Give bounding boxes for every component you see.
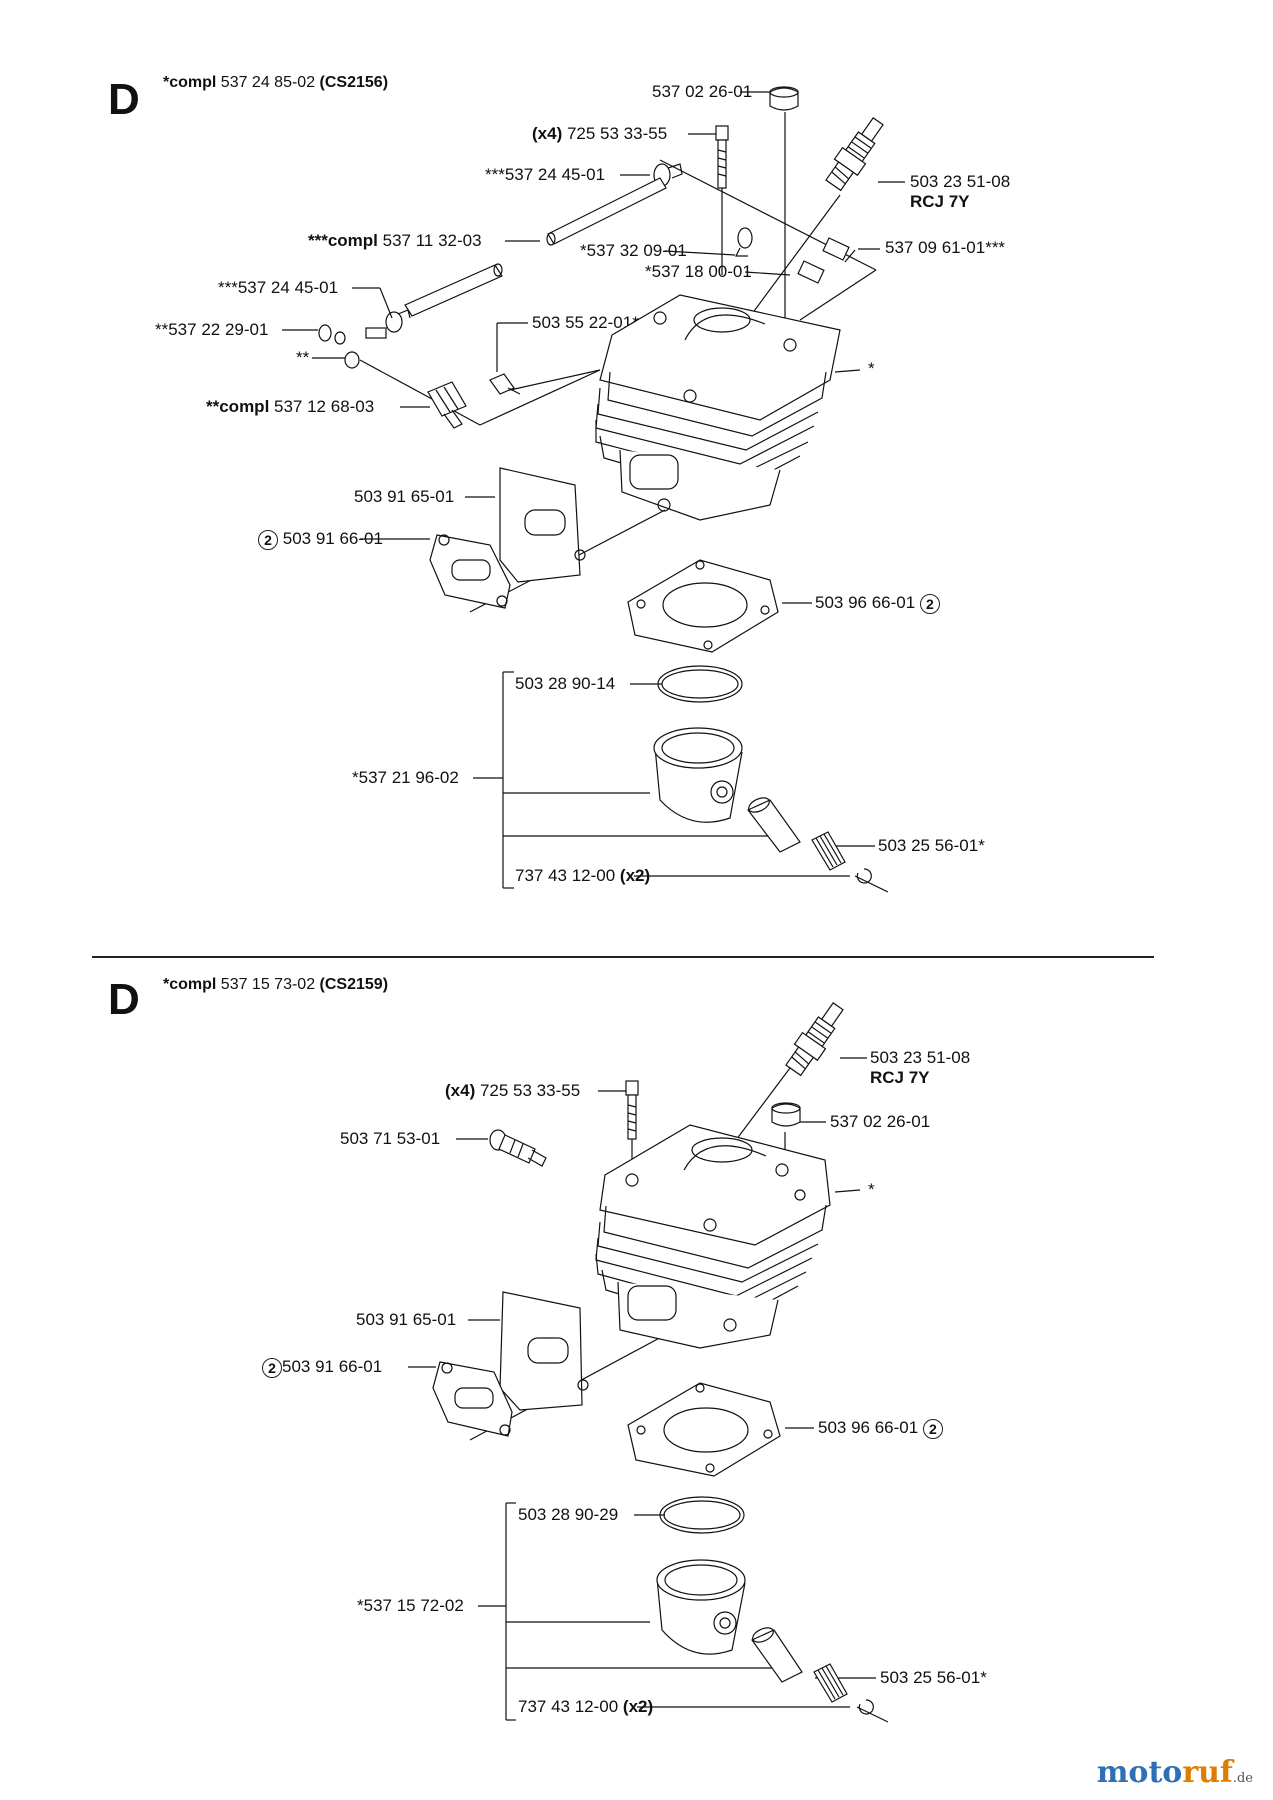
tube-part [546,177,667,246]
bushing-part [822,237,850,261]
bearing-part [811,831,846,871]
label-spark-plug: 503 23 51-08 [870,1048,971,1067]
heading-number: 537 24 85-02 [216,74,320,91]
base-gasket-number: 503 96 66-01 [815,593,916,612]
tube-compl-number: 537 11 32-03 [377,231,482,250]
cylinder-part [595,1124,831,1349]
label-valve-compl: **compl 537 12 68-03 [206,397,374,417]
piston-pin-part [747,797,801,853]
circlip-part [856,868,872,884]
label-gasket-exhaust: 2 503 91 66-01 [258,529,383,550]
label-plate: 503 91 65-01 [356,1310,457,1329]
circle-two: 2 [919,593,940,614]
tube-compl-prefix: ***compl [308,231,378,250]
piston-part [653,727,743,823]
label-screw: (x4) 725 53 33-55 [532,124,667,144]
piston-pin-part [751,1627,803,1683]
spark-plug-part [825,117,884,192]
spark-plug-part [785,1002,844,1077]
gasket-exhaust-part [429,534,511,609]
label-clip: *537 32 09-01 [580,241,687,260]
label-sleeve: *537 18 00-01 [645,262,752,281]
label-washer: **537 22 29-01 [155,320,269,339]
cap-part [771,1102,801,1127]
decomp-valve-part [489,373,521,395]
circlip-number: 737 43 12-00 [515,866,620,885]
label-bearing: 503 25 56-01* [880,1668,987,1687]
section-letter: D [108,75,140,124]
piston-part [656,1559,746,1655]
clamp-part [385,309,411,333]
circle-two: 2 [262,1357,282,1378]
label-base-gasket: 503 96 66-01 2 [815,593,940,614]
label-cap: 537 02 26-01 [830,1112,931,1131]
gasket-exhaust-part [432,1361,513,1437]
label-bearing: 503 25 56-01* [878,836,985,855]
label-piston-kit: *537 15 72-02 [357,1596,464,1615]
label-clamp-a: ***537 24 45-01 [485,165,606,184]
heading-prefix: *compl [163,74,217,91]
label-cap: 537 02 26-01 [652,82,753,101]
heading-prefix: *compl [163,976,217,993]
gasket-exhaust-number: 503 91 66-01 [282,529,383,548]
label-base-gasket: 503 96 66-01 2 [818,1418,943,1439]
label-double-star: ** [296,348,310,367]
section-letter: D [108,975,140,1024]
tube-part-lower [404,263,503,317]
ring-part [659,1496,745,1534]
bearing-part [813,1663,848,1703]
watermark-logo: motoruf.de [1096,1755,1253,1790]
label-spark-plug-type: RCJ 7Y [870,1068,930,1087]
screw-part [715,125,729,189]
cap-part [769,86,799,111]
section-divider [92,956,1154,958]
heading-model: (CS2156) [319,74,389,91]
base-gasket-part [627,1382,781,1477]
ring-part [657,665,743,703]
label-spark-plug-type: RCJ 7Y [910,192,970,211]
label-ring: 503 28 90-14 [515,674,616,693]
base-gasket-number: 503 96 66-01 [818,1418,919,1437]
plate-part [499,467,586,583]
base-gasket-part [627,559,779,653]
valve-part [489,1129,547,1167]
heading-model: (CS2159) [319,976,389,993]
circle-two: 2 [258,529,278,550]
label-clamp-b: ***537 24 45-01 [218,278,339,297]
valve-compl-number: 537 12 68-03 [269,397,375,416]
label-cylinder-star: * [868,359,875,378]
screw-number: 725 53 33-55 [475,1081,581,1100]
sleeve-part [797,260,825,284]
circlip-part [858,1699,874,1715]
label-tube-compl: ***compl 537 11 32-03 [308,231,482,251]
washer-part [318,324,360,369]
heading-number: 537 15 73-02 [216,976,320,993]
label-piston-kit: *537 21 96-02 [352,768,459,787]
clip-part [735,227,753,257]
label-cylinder-star: * [868,1180,875,1199]
circlip-number: 737 43 12-00 [518,1697,623,1716]
plate-part [499,1291,589,1411]
screw-number: 725 53 33-55 [562,124,668,143]
label-bushing: 537 09 61-01*** [885,238,1006,257]
screw-qty: (x4) [532,124,563,143]
section-heading: *compl 537 15 73-02 (CS2159) [163,976,388,994]
label-screw: (x4) 725 53 33-55 [445,1081,580,1101]
valve-compl-prefix: **compl [206,397,270,416]
label-decomp-valve: 503 55 22-01* [532,313,639,332]
gasket-exhaust-number: 503 91 66-01 [282,1357,383,1376]
circle-two: 2 [922,1418,943,1439]
label-spark-plug: 503 23 51-08 [910,172,1011,191]
connector-part [365,327,387,339]
cylinder-part [595,294,841,521]
label-ring: 503 28 90-29 [518,1505,619,1524]
label-valve: 503 71 53-01 [340,1129,441,1148]
screw-qty: (x4) [445,1081,476,1100]
valve-part [427,381,467,429]
section-heading: *compl 537 24 85-02 (CS2156) [163,74,388,92]
screw-part [625,1080,639,1140]
label-plate: 503 91 65-01 [354,487,455,506]
